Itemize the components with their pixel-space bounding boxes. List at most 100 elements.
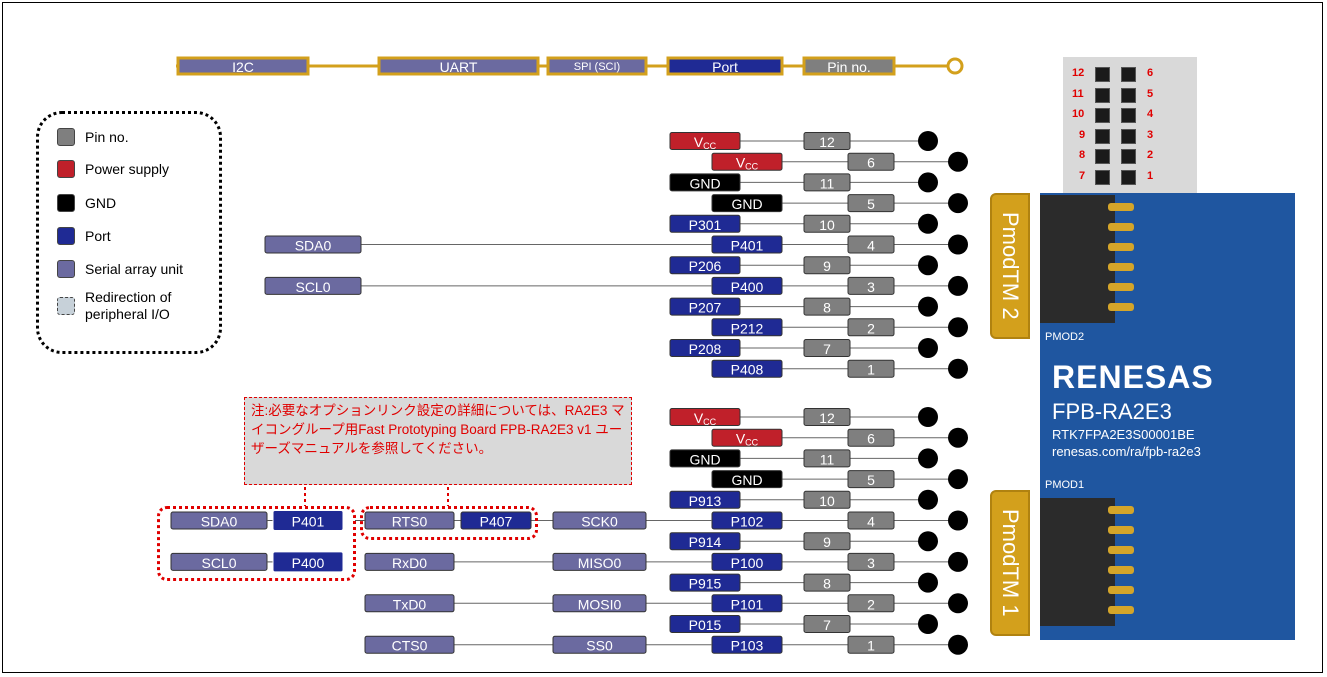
header-i2c-text: I2C: [232, 59, 254, 75]
legend-item: Redirection of peripheral I/O: [57, 289, 195, 323]
pmod2-pin-9-text: 2: [867, 320, 875, 336]
legend-swatch: [57, 297, 75, 315]
pmod1-spi-sck0-text: SCK0: [581, 514, 618, 530]
pmod1-port-3: GND: [711, 470, 783, 489]
pmod2-pin-terminal: [918, 172, 938, 193]
pmod1-uart-port-p407-text: P407: [480, 514, 513, 530]
pmod1-pin-terminal: [948, 427, 968, 448]
pmod2-pin-3: 5: [847, 194, 895, 213]
header-uart: UART: [377, 56, 540, 76]
header-pin-label: 5: [1147, 87, 1154, 100]
pmod2-port-5-text: P401: [731, 238, 764, 254]
pmod2-pin-terminal: [918, 213, 938, 234]
pmod2-port-6-text: P206: [689, 258, 722, 274]
pmod2-pin-11: 1: [847, 359, 895, 378]
legend-item: Port: [57, 227, 111, 245]
pmod2-pin-6: 9: [803, 256, 851, 275]
pmod1-pin-6-text: 9: [823, 534, 831, 550]
pmod2-pin-4: 10: [803, 214, 851, 233]
pmod2-serial-sda0: SDA0: [264, 235, 362, 254]
pmod1-port-9: P101: [711, 594, 783, 613]
pmod2-pin-6-text: 9: [823, 258, 831, 274]
header-pin: [1095, 108, 1110, 123]
pmod1-spi-miso0: MISO0: [552, 552, 647, 571]
pmod2-port-11-text: P408: [731, 362, 764, 378]
pmod2-port-11: P408: [711, 359, 783, 378]
header-pin: [1095, 149, 1110, 164]
header-i2c: I2C: [176, 56, 310, 76]
pmod1-spi-sck0: SCK0: [552, 511, 647, 530]
pmod2-port-2-text: GND: [689, 175, 720, 191]
header-pin: [1121, 149, 1136, 164]
pmod-pin-gold: [1108, 586, 1134, 594]
pmod2-pin-1: 6: [847, 152, 895, 171]
pmod1-uart-rts0-text: RTS0: [392, 514, 428, 530]
header-port-text: Port: [712, 59, 738, 75]
pmod1-pin-10: 7: [803, 615, 851, 633]
pmod2-serial-sda0-text: SDA0: [295, 238, 332, 254]
pmod1-port-2: GND: [669, 449, 741, 468]
legend-label: Redirection of peripheral I/O: [85, 289, 172, 322]
legend-label: Serial array unit: [85, 261, 184, 277]
board-silk-pmod2: PMOD2: [1045, 331, 1085, 343]
pmod2-pin-terminal: [948, 193, 968, 214]
pmod1-pin-9: 2: [847, 594, 895, 613]
pmod1-port-2-text: GND: [689, 451, 720, 467]
pmod1-pin-3-text: 5: [867, 472, 875, 488]
pmod2-pin-terminal: [918, 338, 938, 358]
pmod2-pin-3-text: 5: [867, 196, 875, 212]
pmod2-port-4: P301: [669, 214, 741, 233]
pmod1-port-6: P914: [669, 532, 741, 551]
board-silk-pmod1: PMOD1: [1045, 479, 1085, 491]
pmod2-pin-1-text: 6: [867, 155, 875, 171]
pmod-connector-housing: [1040, 195, 1115, 323]
pmod1-uart-txd0: TxD0: [364, 594, 455, 613]
pmod2-serial-scl0-text: SCL0: [295, 279, 330, 295]
pmod2-pin-terminal: [948, 275, 968, 296]
pmod1-port-5-text: P102: [731, 514, 764, 530]
header-pin-label: 12: [1072, 67, 1085, 79]
pmod1-pin-2-text: 11: [820, 451, 835, 467]
pmod1-port-6-text: P914: [689, 534, 722, 550]
pmod2-pin-0-text: 12: [819, 134, 835, 150]
pmod2-pin-terminal: [948, 358, 968, 379]
pmod2-pin-2-text: 11: [820, 175, 835, 191]
pmod2-port-5: P401: [711, 235, 783, 254]
pmod-pin-gold: [1108, 263, 1134, 271]
legend-label: GND: [85, 195, 117, 211]
pmod1-i2c-port-p400-text: P400: [292, 555, 325, 571]
board-url: renesas.com/ra/fpb-ra2e3: [1052, 444, 1201, 459]
pmod1-uart-txd0-text: TxD0: [393, 596, 427, 612]
pmod1-pin-3: 5: [847, 470, 895, 489]
header-pin-label: 1: [1147, 169, 1154, 182]
pmod1-pin-10-text: 7: [823, 617, 831, 633]
pmod1-port-10-text: P015: [689, 617, 722, 633]
pmod1-uart-rxd0-text: RxD0: [392, 555, 427, 571]
pmod1-pin-5-text: 4: [867, 514, 875, 530]
pmod1-port-7: P100: [711, 552, 783, 571]
pmod-pin-gold: [1108, 506, 1134, 514]
pmod1-port-7-text: P100: [731, 555, 764, 571]
pmod1-i2c-scl0-text: SCL0: [201, 555, 236, 571]
pmod1-pin-7-text: 3: [867, 555, 875, 571]
header-pin: [1121, 87, 1136, 103]
pmod2-port-0: VCC: [669, 132, 741, 151]
pmod1-pin-terminal: [918, 489, 938, 510]
pmod2-pin-2: 11: [803, 173, 851, 192]
header-pin: [1121, 67, 1136, 82]
pmod1-i2c-port-p401: P401: [272, 510, 344, 531]
pmod2-pin-terminal: [948, 234, 968, 255]
pmod1-port-9-text: P101: [731, 596, 764, 612]
board-name: FPB-RA2E3: [1052, 399, 1172, 424]
header-spi-text: SPI (SCI): [574, 61, 620, 73]
pmod1-port-11-text: P103: [731, 638, 764, 654]
pmod2-port-10-text: P208: [689, 341, 722, 357]
legend-swatch: [57, 260, 75, 278]
pmod2-pin-10-text: 7: [823, 341, 831, 357]
pmod1-pin-terminal: [948, 469, 968, 490]
pmod1-spi-mosi0-text: MOSI0: [578, 596, 622, 612]
pmod1-port-8-text: P915: [689, 576, 722, 592]
pmod2-port-8-text: P207: [689, 300, 722, 316]
pmod1-pin-0: 12: [803, 408, 851, 426]
